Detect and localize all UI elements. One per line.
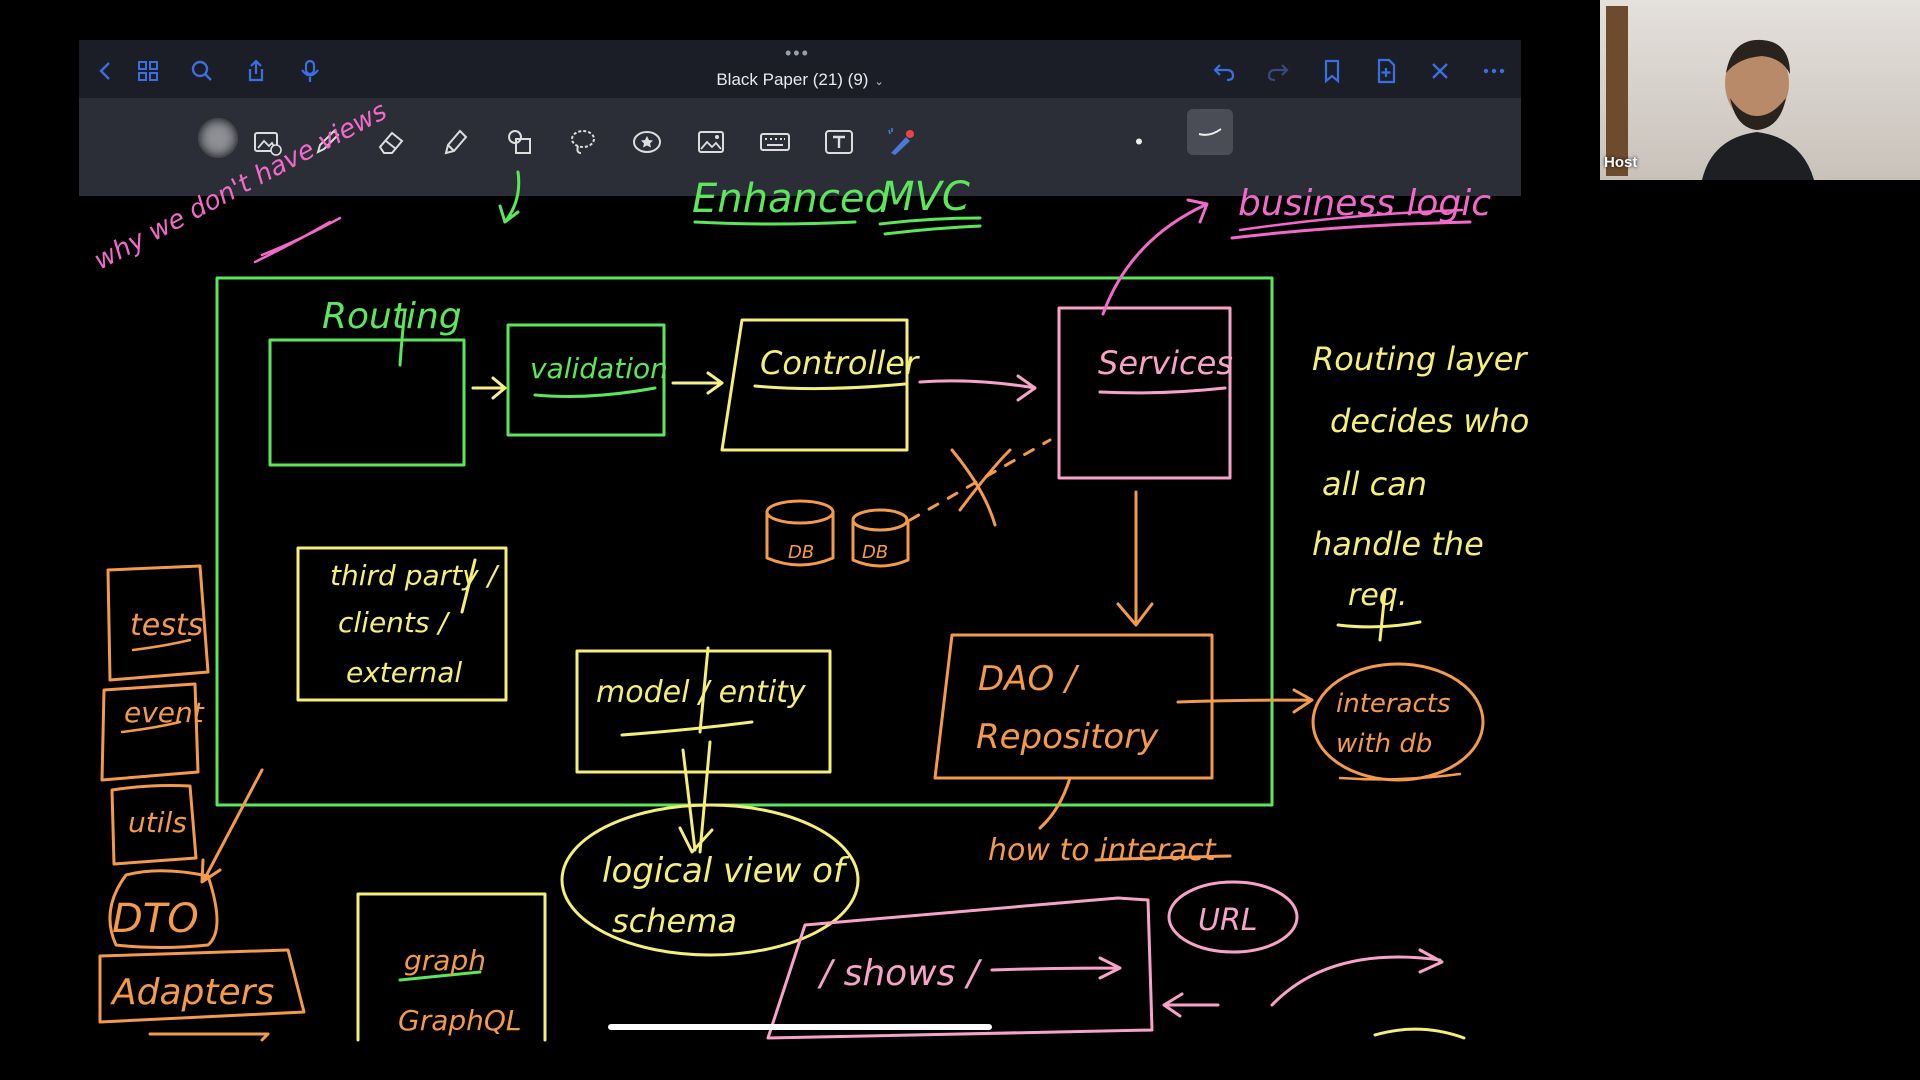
db-label-2: DB — [862, 542, 888, 563]
thin-stroke-icon[interactable] — [1187, 109, 1233, 155]
outer-layer-box — [215, 276, 1274, 807]
utils-box — [110, 784, 198, 866]
routing-note-line2: decides who — [1330, 402, 1529, 440]
enhanced-title: Enhanced — [692, 176, 890, 222]
shows-route-box — [766, 896, 1154, 1040]
chevron-down-icon: ⌄ — [874, 76, 884, 88]
host-name-label: Host — [1604, 154, 1638, 171]
business-logic-note: business logic — [1238, 183, 1491, 224]
notes-app-window: ••• Black Paper (21) (9) ⌄ — [79, 40, 1521, 1040]
back-chevron-icon[interactable] — [89, 54, 123, 88]
why-no-views-note: why we don't have views — [89, 96, 392, 276]
host-avatar — [1702, 39, 1814, 180]
dto-box — [108, 869, 219, 949]
text-tool-icon[interactable] — [817, 120, 861, 164]
document-title-text: Black Paper (21) (9) — [716, 70, 869, 89]
document-title[interactable]: Black Paper (21) (9) ⌄ — [79, 70, 1521, 90]
third-party-line2: clients / — [338, 606, 450, 639]
shapes-tool-icon[interactable] — [497, 120, 541, 164]
search-icon[interactable] — [185, 54, 219, 88]
repository-label: Repository — [976, 717, 1159, 757]
graphql-box — [356, 892, 547, 1042]
validation-box — [506, 323, 666, 437]
undo-icon[interactable] — [1207, 54, 1241, 88]
dao-label: DAO / — [978, 659, 1080, 699]
routing-note-line1: Routing layer — [1312, 340, 1528, 378]
url-ellipse — [1167, 880, 1299, 954]
dao-repository-box — [933, 633, 1214, 780]
services-box — [1057, 306, 1232, 480]
share-icon[interactable] — [239, 54, 273, 88]
image-tool-icon[interactable] — [689, 120, 733, 164]
db-label-1: DB — [788, 542, 814, 563]
interacts-db-circle — [1311, 662, 1485, 782]
pen-tool-icon[interactable] — [305, 120, 349, 164]
more-icon[interactable] — [1477, 54, 1511, 88]
services-label: Services — [1098, 344, 1233, 382]
routing-label: Routing — [322, 296, 462, 337]
logical-view-line1: logical view of — [602, 851, 850, 891]
logical-schema-ellipse — [560, 803, 860, 957]
lasso-tool-icon[interactable] — [561, 120, 605, 164]
eraser-tool-icon[interactable] — [369, 120, 413, 164]
touch-indicator — [198, 118, 238, 158]
grid-icon[interactable] — [131, 54, 165, 88]
routing-note-line4: handle the — [1312, 525, 1484, 563]
interacts-line2: with db — [1336, 729, 1432, 759]
utils-label: utils — [128, 806, 187, 839]
close-icon[interactable] — [1423, 54, 1457, 88]
controller-box — [720, 318, 909, 452]
window-grip-handle[interactable]: ••• — [785, 43, 810, 63]
image-scan-tool-icon[interactable] — [245, 120, 289, 164]
model-entity-box — [575, 649, 832, 774]
database-cylinders — [765, 499, 910, 568]
adapters-label: Adapters — [110, 972, 274, 1013]
third-party-box — [296, 546, 508, 702]
pen-size-dot[interactable]: • — [1135, 129, 1143, 154]
controller-label: Controller — [760, 344, 920, 382]
host-video-tile[interactable]: Host — [1600, 0, 1920, 180]
add-page-icon[interactable] — [1369, 54, 1403, 88]
routing-note-line5: req. — [1348, 578, 1407, 613]
bookmark-icon[interactable] — [1315, 54, 1349, 88]
video-shelf — [1606, 6, 1628, 176]
how-to-interact-note: how to interact — [988, 833, 1217, 868]
sticker-tool-icon[interactable] — [625, 120, 669, 164]
events-box — [100, 682, 200, 782]
url-label: URL — [1198, 903, 1258, 938]
keyboard-tool-icon[interactable] — [753, 120, 797, 164]
graph-label: graph — [404, 944, 486, 977]
validation-label: validation — [530, 352, 668, 385]
third-party-line3: external — [346, 656, 462, 689]
redo-icon[interactable] — [1261, 54, 1295, 88]
routing-box — [268, 338, 466, 467]
highlighter-tool-icon[interactable] — [433, 120, 477, 164]
events-label: event — [124, 696, 205, 729]
top-navigation-bar: ••• Black Paper (21) (9) ⌄ — [79, 40, 1521, 98]
logical-view-line2: schema — [612, 902, 737, 940]
laser-pointer-icon[interactable] — [879, 120, 923, 164]
dto-label: DTO — [112, 896, 199, 942]
home-indicator[interactable] — [608, 1024, 992, 1030]
third-party-line1: third party / — [330, 559, 500, 592]
microphone-icon[interactable] — [293, 54, 327, 88]
interacts-line1: interacts — [1336, 689, 1451, 719]
model-entity-label: model / entity — [596, 675, 807, 710]
graphql-label: GraphQL — [398, 1004, 522, 1037]
mvc-title: MVC — [880, 174, 970, 220]
routing-note-line3: all can — [1322, 465, 1427, 503]
shows-route-label: / shows / — [817, 953, 983, 994]
adapters-box — [98, 948, 306, 1024]
tests-box — [106, 564, 210, 682]
tests-label: tests — [130, 608, 203, 643]
